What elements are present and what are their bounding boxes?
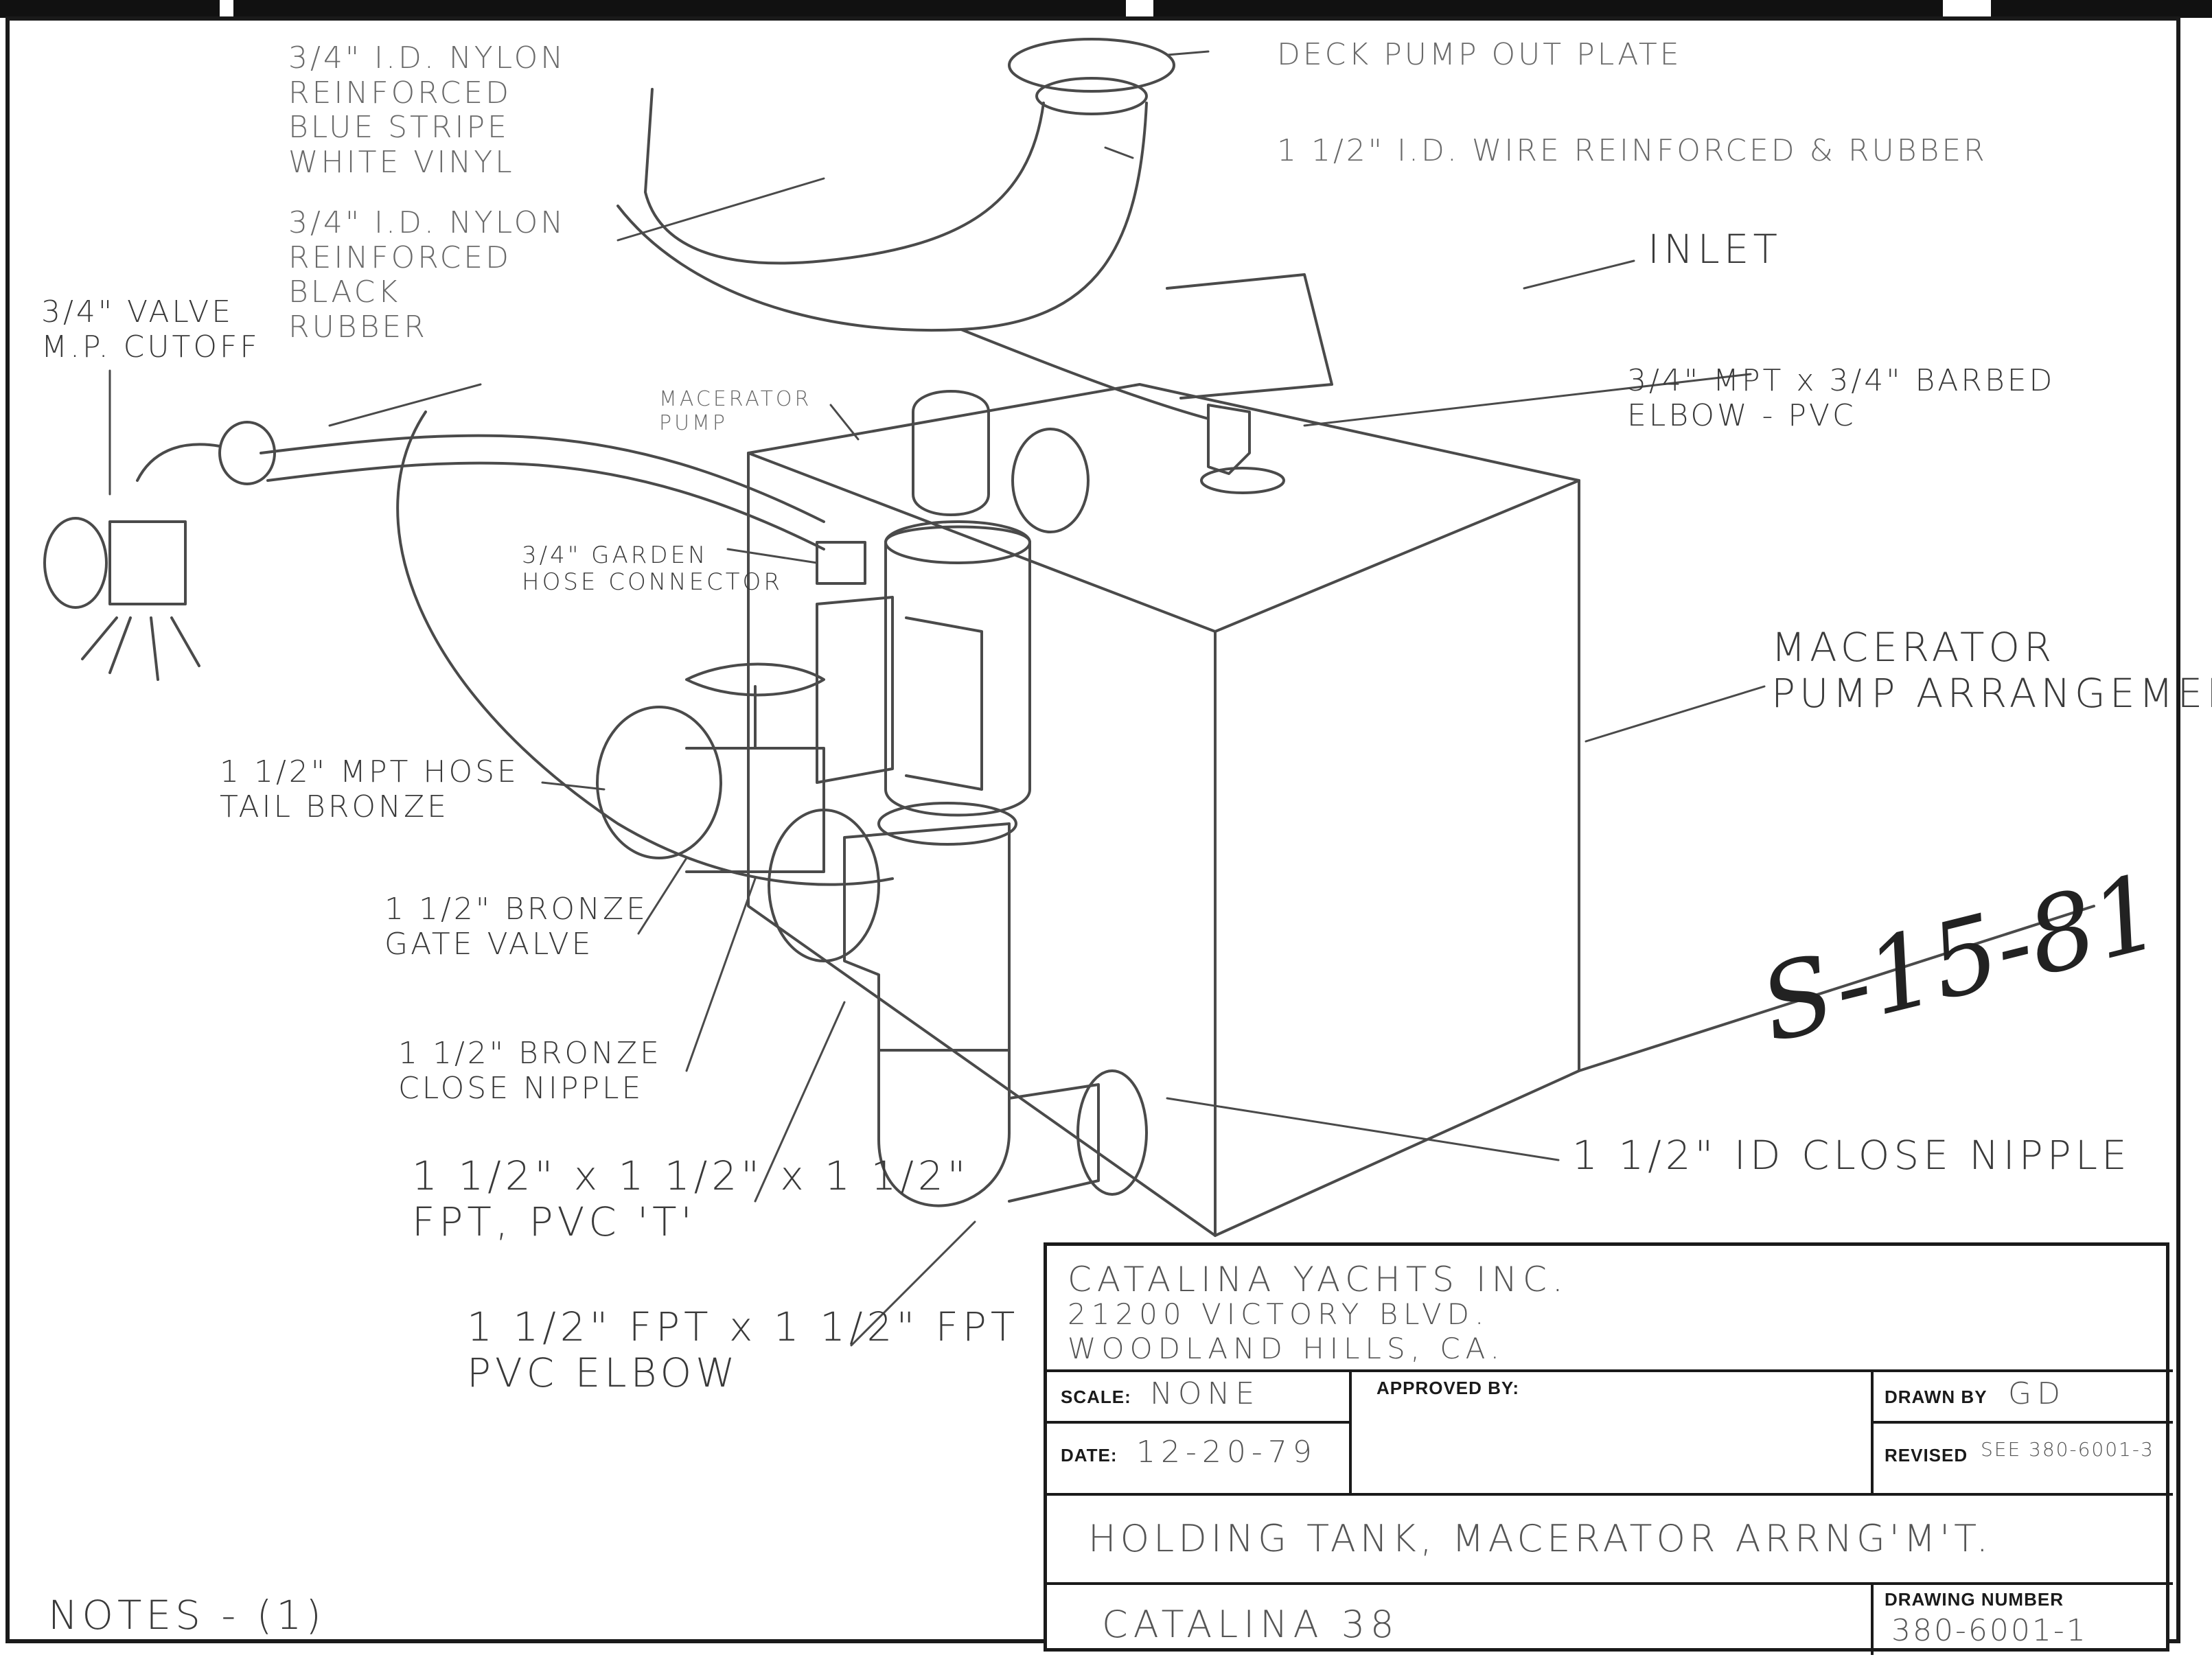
elbow-fitting: [1207, 404, 1251, 475]
elbow-base: [1200, 467, 1285, 494]
deck-plate: [1008, 38, 1175, 93]
company-line-2: 21200 VICTORY BLVD.: [1068, 1297, 1490, 1331]
label-wire-hose: 1 1/2" I.D. WIRE REINFORCED & RUBBER: [1277, 133, 1988, 168]
approved-caption: APPROVED BY:: [1376, 1378, 1519, 1398]
label-id-close-nipple: 1 1/2" ID CLOSE NIPPLE: [1572, 1132, 2131, 1179]
macerator-top: [884, 520, 1031, 564]
macerator-body: [884, 525, 1031, 817]
hose-loop: [396, 410, 894, 886]
label-macerator-arrangement: MACERATOR PUMP ARRANGEMENT: [1771, 624, 2212, 717]
label-nylon-rubber: 3/4" I.D. NYLON REINFORCED BLACK RUBBER: [288, 205, 566, 345]
revised-value: SEE 380-6001-3: [1981, 1438, 2154, 1461]
gate-valve-body: [685, 747, 825, 873]
inlet-tube: [1166, 273, 1333, 399]
label-inlet: INLET: [1648, 226, 1782, 273]
pvc-elbow: [877, 1049, 1100, 1207]
tank-front-face: [1214, 479, 1580, 1237]
label-tee: 1 1/2" x 1 1/2" x 1 1/2" FPT, PVC 'T': [412, 1152, 970, 1245]
gate-valve-stem: [685, 662, 825, 750]
label-close-nipple-bronze: 1 1/2" BRONZE CLOSE NIPPLE: [398, 1036, 662, 1106]
valve-handle: [43, 517, 108, 609]
scale-caption: SCALE:: [1061, 1387, 1131, 1407]
hose-tail: [596, 706, 722, 859]
top-edge-mark: [233, 0, 1126, 18]
label-hose-top-left: 3/4" I.D. NYLON REINFORCED BLUE STRIPE W…: [288, 40, 566, 180]
label-gate-valve: 1 1/2" BRONZE GATE VALVE: [384, 892, 648, 962]
wire-hose: [617, 88, 1148, 332]
garden-connector: [816, 541, 866, 585]
company-line-1: CATALINA YACHTS INC.: [1068, 1260, 1569, 1299]
deck-plate-collar: [1035, 77, 1148, 115]
tank-top-face: [747, 383, 1580, 633]
tank-base-line: [1578, 905, 2095, 1072]
label-garden-hose: 3/4" GARDEN HOSE CONNECTOR: [522, 542, 783, 596]
label-elbow-pvc: 3/4" MPT x 3/4" BARBED ELBOW - PVC: [1627, 363, 2055, 433]
pump-cap: [1011, 428, 1090, 533]
label-pump-out-plate: DECK PUMP OUT PLATE: [1277, 37, 1682, 72]
tank-left-face: [747, 452, 1217, 1237]
nylon-hose: [260, 434, 825, 551]
scale-value: NONE: [1150, 1376, 1260, 1411]
drawing-title: HOLDING TANK, MACERATOR ARRNG'M'T.: [1088, 1517, 1992, 1560]
model-name: CATALINA 38: [1102, 1603, 1400, 1646]
pvc-tee: [843, 822, 1011, 1052]
date-value: 12-20-79: [1136, 1435, 1317, 1470]
company-line-3: WOODLAND HILLS, CA.: [1068, 1332, 1505, 1365]
leader-lines: [108, 50, 1766, 1347]
top-edge-mark: [1991, 0, 2212, 18]
label-notes: NOTES - (1): [48, 1592, 325, 1638]
drawn-caption: DRAWN BY: [1885, 1387, 1988, 1407]
label-elbow-fpt: 1 1/2" FPT x 1 1/2" FPT PVC ELBOW: [467, 1304, 1019, 1396]
close-nipple: [768, 809, 880, 962]
elbow-outlet: [1076, 1069, 1148, 1196]
top-edge-mark: [1153, 0, 1943, 18]
label-macerator-pump: MACERATOR PUMP: [659, 387, 812, 435]
drawn-value: GD: [2008, 1376, 2066, 1411]
drawing-number-caption: DRAWING NUMBER: [1885, 1589, 2064, 1610]
valve-body: [108, 443, 221, 605]
pump-cylinder: [912, 390, 990, 516]
label-valve: 3/4" VALVE M.P. CUTOFF: [41, 294, 260, 364]
spray-lines: [81, 616, 200, 681]
tee-top: [877, 802, 1017, 846]
label-hose-tail: 1 1/2" MPT HOSE TAIL BRONZE: [220, 754, 519, 824]
hose-to-fitting: [960, 328, 1210, 420]
title-block: CATALINA YACHTS INC. 21200 VICTORY BLVD.…: [1044, 1242, 2173, 1655]
macerator-bracket: [816, 596, 983, 791]
top-edge-mark: [0, 0, 220, 18]
drawing-number: 380-6001-1: [1891, 1613, 2088, 1648]
valve-nut: [218, 421, 276, 485]
revised-caption: REVISED: [1885, 1445, 1968, 1466]
date-caption: DATE:: [1061, 1445, 1118, 1466]
